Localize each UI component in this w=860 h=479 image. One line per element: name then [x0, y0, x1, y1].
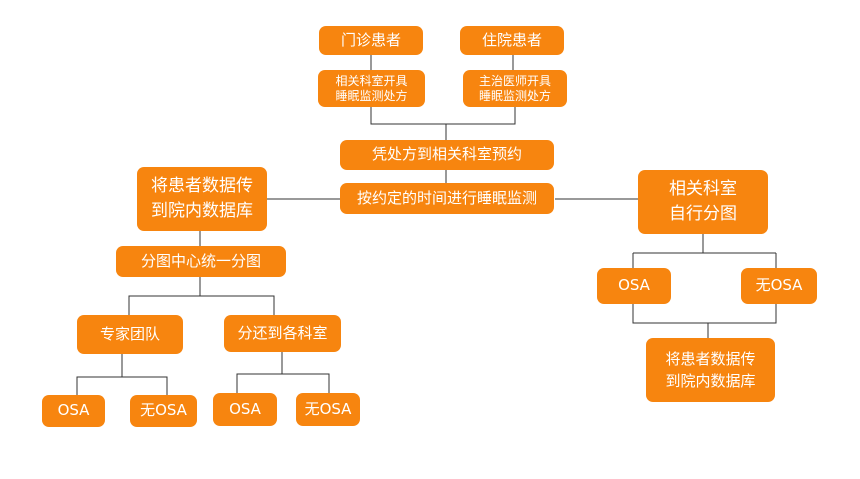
osa-right-label: OSA — [618, 276, 650, 295]
doctor-prescription-line-1: 主治医师开具 — [478, 73, 551, 88]
transfer-right-node: 将患者数据传 到院内数据库 — [646, 338, 775, 402]
connector — [370, 107, 516, 125]
dept-scoring-line-2: 自行分图 — [669, 204, 737, 224]
center-scoring-label: 分图中心统一分图 — [140, 251, 261, 270]
transfer-left-node: 将患者数据传 到院内数据库 — [137, 167, 267, 231]
connector — [76, 376, 168, 395]
doctor-prescription-node: 主治医师开具 睡眠监测处方 — [463, 70, 567, 107]
no-osa-node-2: 无OSA — [296, 393, 360, 426]
dept-prescription-line-2: 睡眠监测处方 — [335, 88, 408, 103]
doctor-prescription-line-2: 睡眠监测处方 — [478, 88, 551, 103]
connector — [632, 304, 777, 324]
inpatient-node: 住院患者 — [460, 26, 564, 55]
transfer-right-line-1: 将患者数据传 — [665, 349, 756, 368]
expert-team-node: 专家团队 — [77, 315, 183, 354]
monitoring-node: 按约定的时间进行睡眠监测 — [340, 183, 554, 214]
transfer-left-line-2: 到院内数据库 — [151, 201, 253, 221]
monitoring-label: 按约定的时间进行睡眠监测 — [356, 188, 537, 207]
transfer-left-line-1: 将患者数据传 — [151, 176, 253, 197]
osa-label-1: OSA — [57, 401, 90, 420]
outpatient-node: 门诊患者 — [319, 26, 423, 55]
dept-prescription-line-1: 相关科室开具 — [335, 73, 408, 88]
no-osa-right-label: 无OSA — [755, 276, 803, 295]
expert-team-label: 专家团队 — [99, 324, 160, 343]
no-osa-right-node: 无OSA — [741, 268, 817, 304]
transfer-right-line-2: 到院内数据库 — [665, 372, 756, 390]
connector — [128, 295, 275, 315]
osa-node-2: OSA — [213, 393, 277, 426]
osa-node-1: OSA — [42, 395, 105, 427]
center-scoring-node: 分图中心统一分图 — [116, 246, 286, 277]
osa-label-2: OSA — [229, 399, 261, 418]
no-osa-label-1: 无OSA — [140, 401, 187, 420]
return-dept-label: 分还到各科室 — [237, 323, 328, 342]
osa-right-node: OSA — [597, 268, 671, 304]
dept-prescription-node: 相关科室开具 睡眠监测处方 — [318, 70, 425, 107]
dept-scoring-line-1: 相关科室 — [669, 179, 737, 200]
connector — [236, 373, 330, 393]
dept-scoring-node: 相关科室 自行分图 — [638, 170, 768, 234]
no-osa-node-1: 无OSA — [130, 395, 197, 427]
inpatient-label: 住院患者 — [481, 30, 542, 49]
return-dept-node: 分还到各科室 — [224, 315, 341, 352]
outpatient-label: 门诊患者 — [340, 30, 401, 49]
appointment-label: 凭处方到相关科室预约 — [371, 145, 522, 164]
no-osa-label-2: 无OSA — [304, 399, 352, 418]
appointment-node: 凭处方到相关科室预约 — [340, 140, 554, 170]
